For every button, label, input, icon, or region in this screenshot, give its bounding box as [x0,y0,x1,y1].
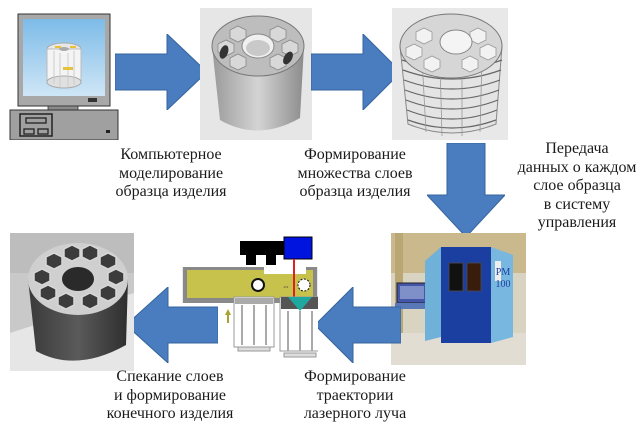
svg-text:⇔: ⇔ [282,282,290,291]
caption-line: Спекание слоев [116,368,224,385]
final-part-icon [10,233,134,371]
caption-line: Передача [545,140,609,157]
caption-line: моделирование [118,164,224,182]
caption-line: Компьютерное [120,146,222,163]
caption-cad-modeling: Компьютерное моделирование образца издел… [100,146,242,202]
computer-illustration [8,12,120,140]
caption-line: лазерного луча [303,405,407,422]
laser-schematic-icon: ⇔ [182,236,318,358]
machine-icon [391,233,526,365]
caption-line: множества слоев [297,164,413,182]
caption-line: Формирование [304,146,406,163]
machine-photo: PM100 [391,233,526,365]
caption-data-transfer: Передача данных о каждом слое образца в … [512,140,640,233]
caption-line: слое образца [533,177,621,194]
layered-model-image [392,8,508,140]
arrow-right-2 [311,34,401,110]
layered-cylinder-icon [399,13,503,137]
caption-line: конечного изделия [106,405,234,422]
caption-line: траектории [316,386,394,404]
caption-line: и формирование [113,386,227,404]
final-part-photo [10,233,134,371]
caption-sintering: Спекание слоев и формирование конечного … [95,368,245,424]
caption-line: управления [537,214,617,231]
arrow-right-1 [115,34,207,110]
machine-label-text: PM100 [495,267,511,290]
caption-line: данных о каждом [517,158,637,176]
arrow-down [427,143,505,237]
caption-line: Формирование [304,368,406,385]
arrow-left-2 [126,287,218,363]
caption-laser-path: Формирование траектории лазерного луча [290,368,420,424]
arrow-left-1 [315,287,401,363]
honeycomb-cylinder-icon [211,15,305,131]
caption-line: образца изделия [299,183,411,200]
caption-line: образца изделия [115,183,227,200]
caption-line: в систему [543,195,611,213]
laser-schematic: ⇔ [178,233,318,373]
caption-layer-forming: Формирование множества слоев образца изд… [280,146,430,202]
cad-model-image [200,8,312,140]
computer-monitor-icon [9,13,119,140]
